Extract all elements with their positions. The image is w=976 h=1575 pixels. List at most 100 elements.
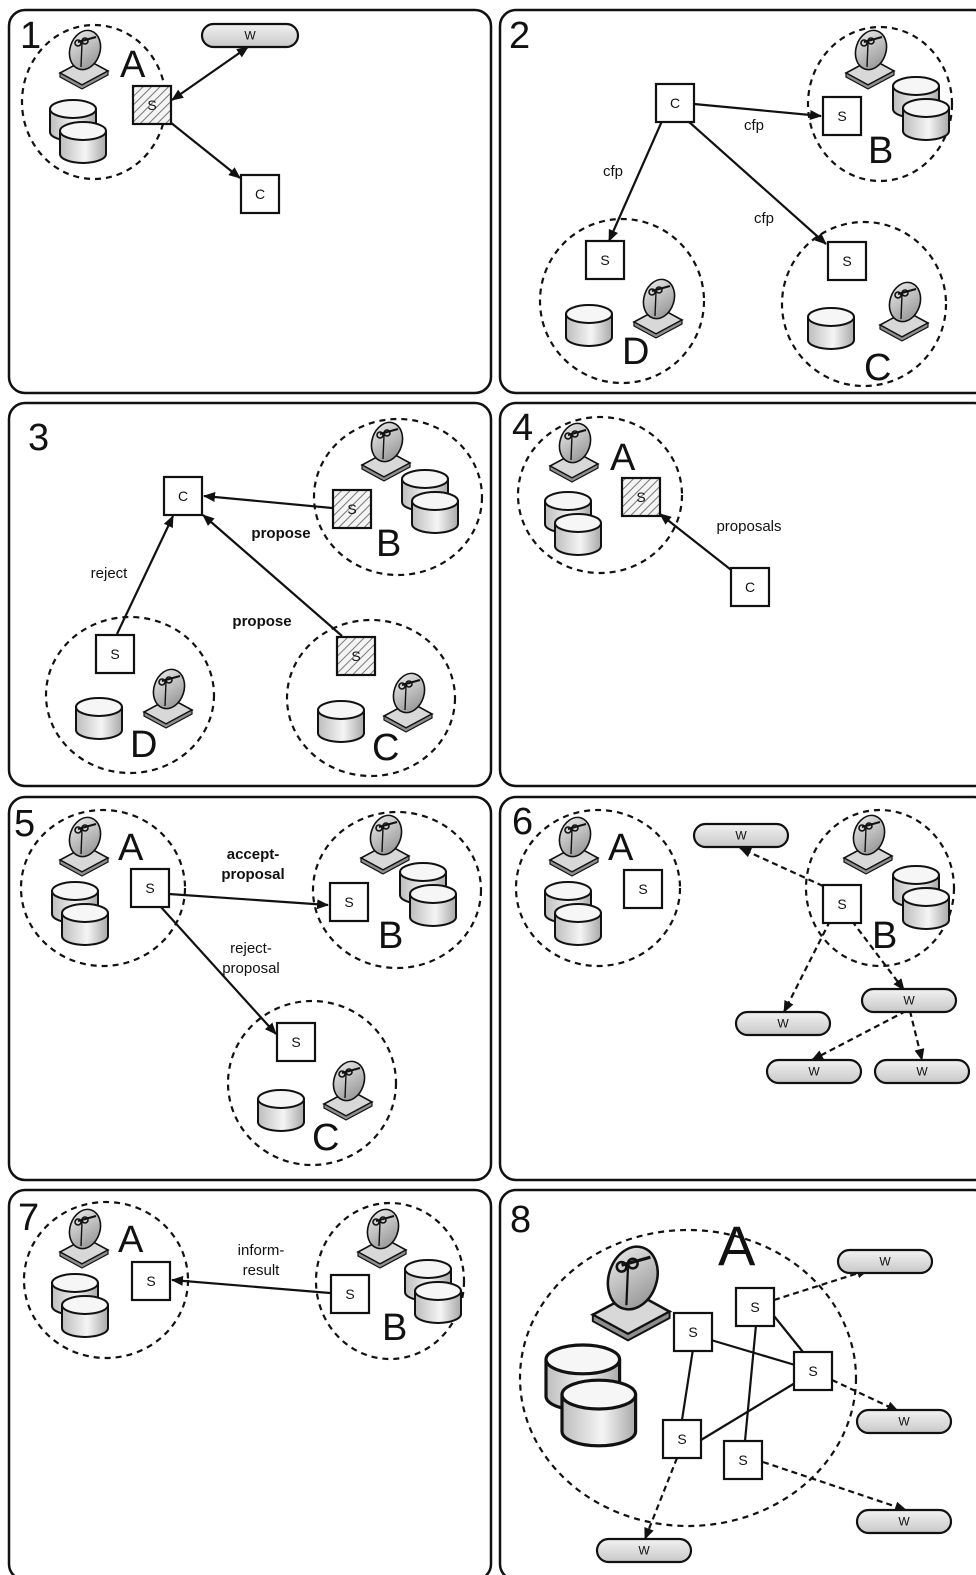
panel-number: 8 [510, 1199, 531, 1241]
svg-text:C: C [745, 579, 755, 595]
panel-7-frame [7, 1188, 493, 1575]
svg-text:W: W [898, 1515, 910, 1529]
panel-7: 7 A B inform- result S S [18, 1197, 466, 1361]
panel-6: 6 A B S S W W W W W [512, 801, 971, 1085]
svg-text:S: S [688, 1324, 697, 1340]
web-service-node: W [836, 1248, 934, 1275]
site-c-boundary [285, 618, 457, 778]
edge-link [743, 1324, 758, 1442]
svg-text:S: S [351, 648, 360, 664]
site-a-boundary [516, 415, 684, 575]
svg-text:S: S [638, 881, 647, 897]
svg-text:S: S [837, 108, 846, 124]
svg-text:S: S [837, 896, 846, 912]
site-b-boundary [804, 808, 956, 968]
site-label-a: A [120, 44, 146, 86]
web-service-node: W [595, 1537, 693, 1564]
site-label-c: C [312, 1117, 339, 1159]
svg-text:S: S [345, 1286, 354, 1302]
svg-text:S: S [291, 1034, 300, 1050]
edge-d-to-client [116, 515, 174, 635]
service-node-d: S [584, 239, 626, 281]
client-node: C [239, 173, 281, 215]
edge-dashed [908, 1010, 925, 1061]
client-node: C [654, 82, 696, 124]
site-b-boundary [312, 417, 484, 577]
site-label-a: A [118, 1219, 144, 1261]
site-label-c: C [864, 347, 891, 389]
site-label-b: B [872, 915, 897, 957]
edge-service-to-ws [171, 46, 249, 101]
panel-8: 8 A S S S S S W W W W [510, 1199, 953, 1564]
svg-text:S: S [808, 1363, 817, 1379]
edge-accept-proposal [168, 892, 329, 910]
svg-text:C: C [670, 95, 680, 111]
edge-dashed [762, 1460, 907, 1512]
svg-text:S: S [842, 253, 851, 269]
message-label: reject- [230, 940, 272, 957]
edge-link [680, 1348, 695, 1421]
site-a-boundary [19, 808, 187, 968]
edge-dashed [739, 846, 824, 888]
panel-number: 1 [20, 15, 41, 57]
service-node-c: S [275, 1021, 317, 1063]
web-service-node: W [855, 1508, 953, 1535]
svg-text:W: W [916, 1065, 928, 1079]
panel-number: 7 [18, 1197, 39, 1239]
service-node: S [734, 1286, 776, 1328]
message-label: proposal [221, 866, 284, 883]
edge-dashed [831, 1379, 899, 1412]
site-label-b: B [382, 1307, 407, 1349]
service-node-b: S [821, 95, 863, 137]
edge-c-to-client [202, 514, 343, 637]
site-label-d: D [622, 331, 649, 373]
svg-text:S: S [600, 252, 609, 268]
database-icon [75, 697, 123, 740]
message-label: reject [91, 565, 129, 582]
svg-text:W: W [638, 1544, 650, 1558]
edge-dashed [811, 1010, 907, 1061]
web-service-node: W [873, 1058, 971, 1085]
svg-text:S: S [677, 1431, 686, 1447]
edge-dashed [773, 1268, 869, 1302]
panel-number: 6 [512, 801, 533, 843]
site-a-boundary [514, 808, 682, 968]
web-service-node: W [860, 987, 958, 1014]
message-label: propose [232, 613, 291, 630]
service-node: S [722, 1439, 764, 1481]
panel-number: 4 [512, 407, 533, 449]
web-service-node: W [692, 822, 790, 849]
svg-text:W: W [808, 1065, 820, 1079]
web-service-node: W [855, 1408, 953, 1435]
svg-text:S: S [636, 489, 645, 505]
message-label: inform- [238, 1242, 285, 1259]
database-icon [317, 700, 365, 743]
message-label: proposals [716, 518, 781, 535]
message-label: cfp [603, 163, 623, 180]
site-d-boundary [44, 615, 216, 775]
site-label-a: A [118, 827, 144, 869]
svg-text:S: S [147, 97, 156, 113]
svg-text:C: C [178, 488, 188, 504]
message-label: proposal [222, 960, 280, 977]
site-label-b: B [378, 915, 403, 957]
service-node-c-busy: S [335, 635, 377, 677]
service-node: S [672, 1311, 714, 1353]
database-icon [807, 307, 855, 350]
site-c-boundary [780, 220, 948, 388]
edge-b-to-client [203, 492, 333, 510]
edge-dashed [643, 1457, 679, 1540]
site-d-boundary [538, 217, 706, 385]
panel-number: 5 [14, 803, 35, 845]
site-b-boundary [806, 25, 954, 183]
message-label: cfp [754, 210, 774, 227]
site-label-a: A [610, 437, 636, 479]
svg-text:C: C [255, 186, 265, 202]
svg-text:W: W [898, 1415, 910, 1429]
panel-2: 2 B D C cfp cfp cfp C S S S [509, 15, 954, 389]
svg-text:W: W [244, 29, 256, 43]
service-node-a: S [129, 867, 171, 909]
panel-number: 3 [28, 417, 49, 459]
panel-1: 1 A S C W [20, 15, 300, 215]
panel-5: 5 A B C accept- proposal reject- proposa… [14, 803, 483, 1167]
